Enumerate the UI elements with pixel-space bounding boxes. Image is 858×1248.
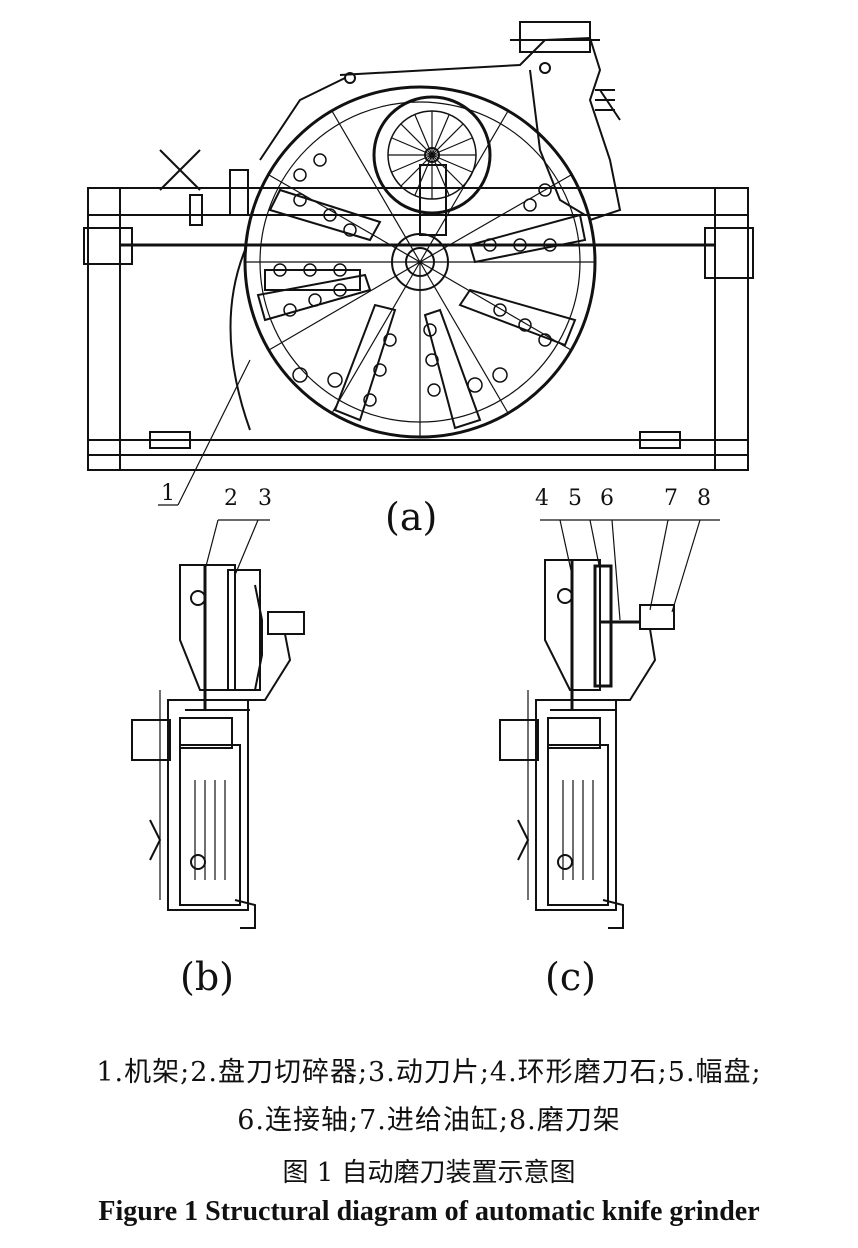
callout-2: 2: [224, 486, 238, 511]
figure-caption-chinese: 图 1 自动磨刀装置示意图: [282, 1158, 576, 1188]
leader-1: [158, 359, 251, 506]
callout-8: 8: [697, 486, 711, 511]
panel-label-a: (a): [385, 495, 437, 539]
callout-4: 4: [535, 486, 549, 511]
callout-1: 1: [161, 481, 175, 506]
panel-label-b: (b): [180, 955, 234, 999]
callout-5: 5: [568, 486, 582, 511]
callout-6: 6: [600, 486, 614, 511]
figure-caption-english: Figure 1 Structural diagram of automatic…: [98, 1196, 760, 1227]
legend-line-1: 1.机架;2.盘刀切碎器;3.动刀片;4.环形磨刀石;5.幅盘;: [96, 1057, 762, 1088]
view-a-front: 1 (a): [83, 21, 754, 539]
panel-label-c: (c): [545, 955, 596, 999]
callout-7: 7: [664, 486, 678, 511]
frame-machine-base: [83, 149, 754, 471]
knife-grinder-drawing: 1 (a): [83, 21, 754, 999]
grinder-frame-arm-a: [259, 21, 622, 221]
leaders-2-3: [204, 519, 270, 576]
callout-3: 3: [258, 486, 272, 511]
disc-cutter-a: [243, 85, 597, 439]
leaders-4-8: [540, 519, 720, 621]
view-b-side: 2 3 (b): [131, 486, 305, 999]
support-bracket-a: [229, 249, 251, 431]
grinding-wheel-a: [372, 95, 492, 236]
legend-line-2: 6.连接轴;7.进给油缸;8.磨刀架: [237, 1105, 621, 1136]
view-c-side: 4 5 6 7 8 (c): [499, 486, 720, 999]
